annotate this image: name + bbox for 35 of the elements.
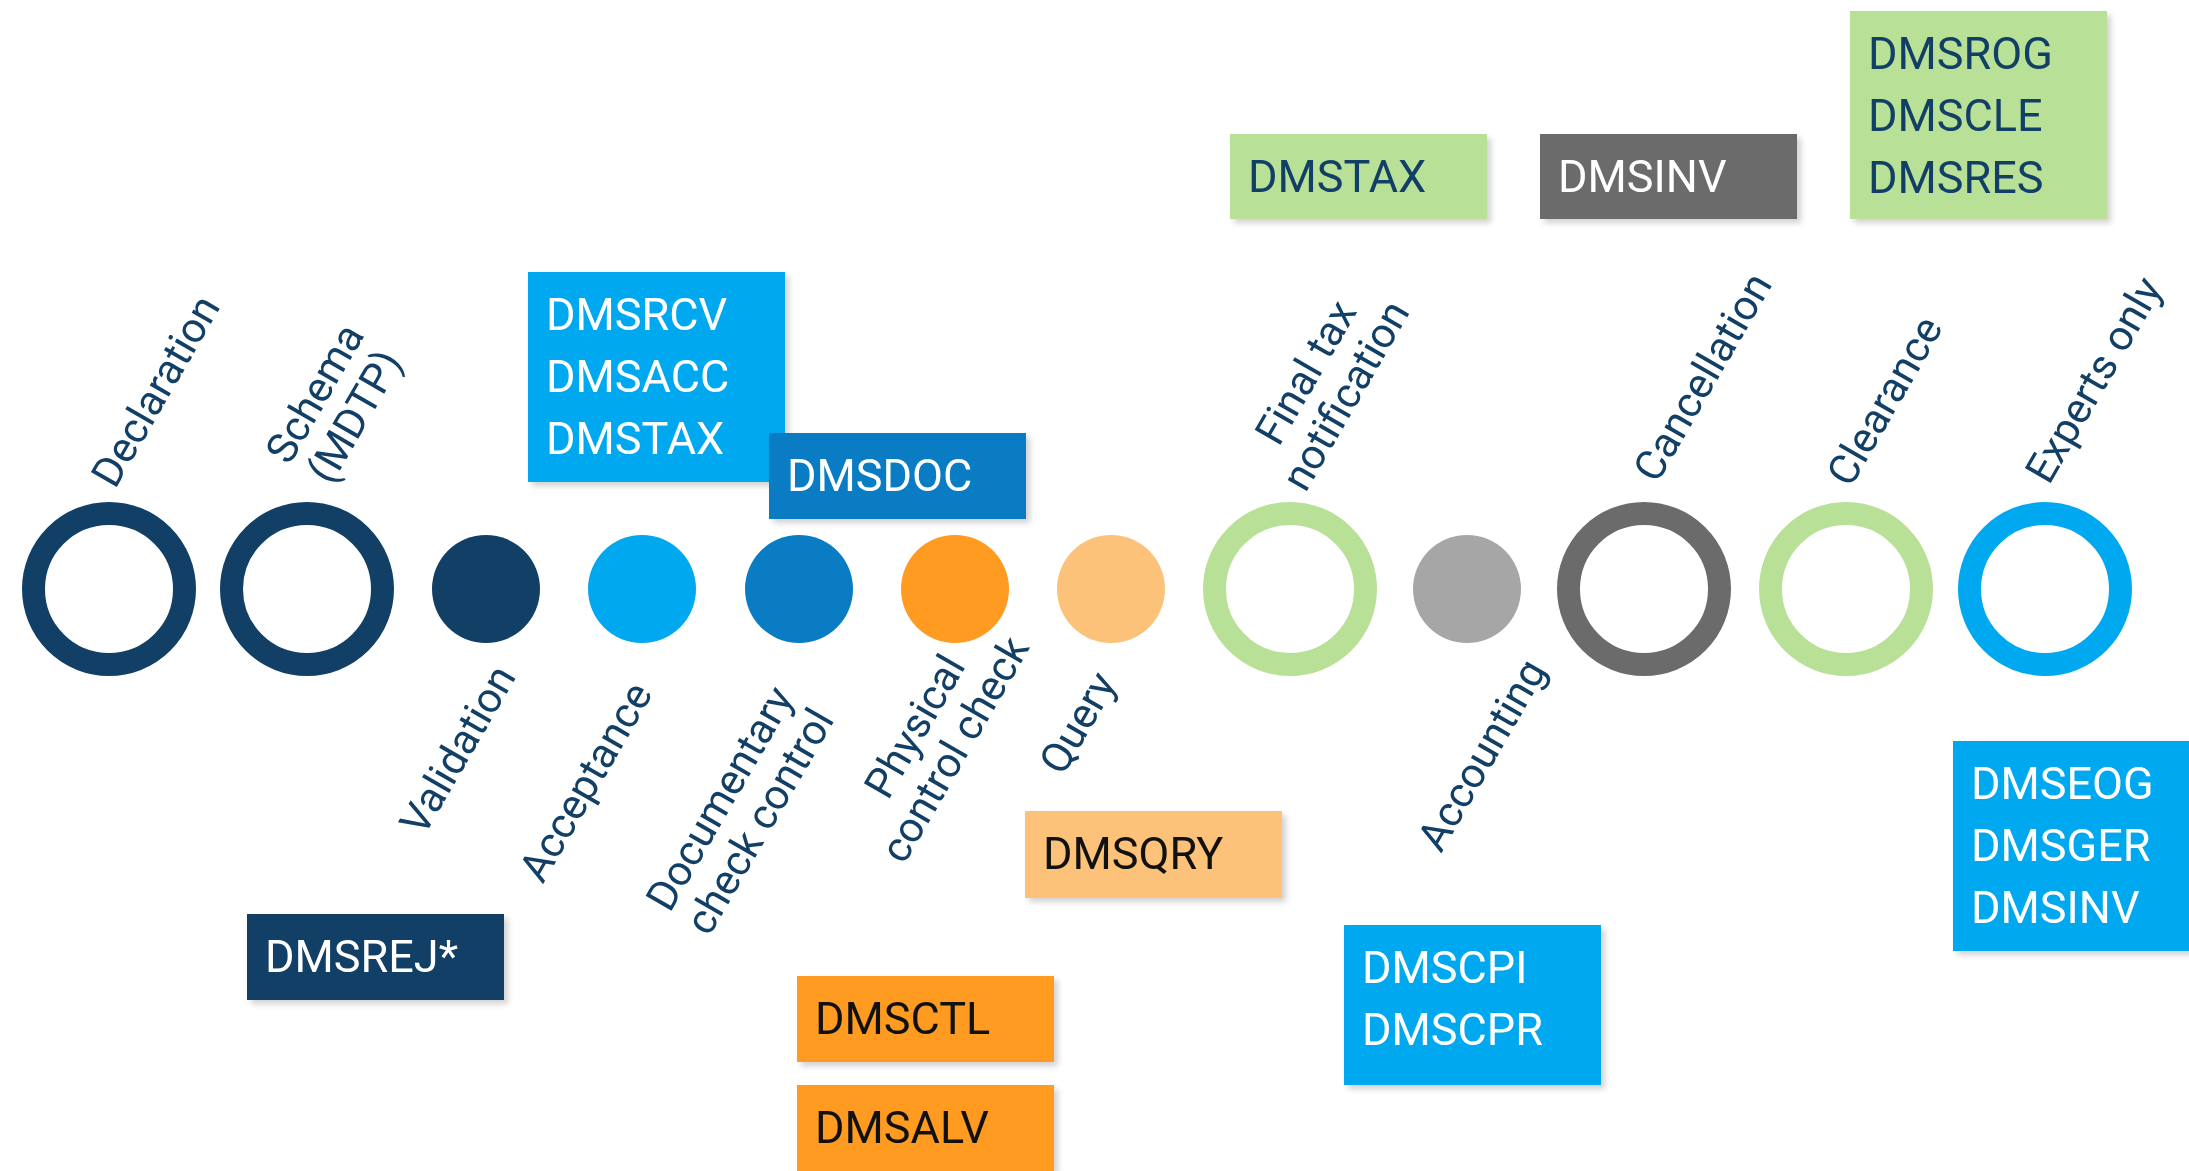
message-box xyxy=(797,1085,1054,1171)
message-box xyxy=(1025,811,1282,898)
message-box xyxy=(1850,11,2107,219)
ring-marker xyxy=(1203,502,1377,676)
message-code: DMSACC xyxy=(546,349,731,405)
ring-marker xyxy=(1759,502,1933,676)
ring-marker xyxy=(220,502,394,676)
message-box xyxy=(1344,925,1601,1085)
message-code: DMSALV xyxy=(815,1100,990,1156)
message-box xyxy=(1230,134,1487,219)
message-code: DMSQRY xyxy=(1043,826,1225,882)
message-box xyxy=(528,272,785,482)
ring-marker xyxy=(22,502,196,676)
message-code: DMSEOG xyxy=(1971,756,2155,812)
message-code: DMSCPI xyxy=(1362,940,1529,996)
message-box xyxy=(1540,134,1797,219)
message-code: DMSGER xyxy=(1971,818,2152,874)
message-code: DMSTAX xyxy=(546,411,726,467)
message-box xyxy=(247,914,504,1000)
message-box xyxy=(1953,741,2189,951)
message-code: DMSCTL xyxy=(815,991,992,1047)
message-code: DMSRCV xyxy=(546,287,729,343)
message-box xyxy=(797,976,1054,1062)
message-code: DMSRES xyxy=(1868,150,2045,206)
ring-marker xyxy=(1958,502,2132,676)
message-code: DMSCLE xyxy=(1868,88,2044,144)
message-code: DMSCPR xyxy=(1362,1002,1544,1058)
message-code: DMSROG xyxy=(1868,26,2054,82)
ring-marker xyxy=(1557,502,1731,676)
message-code: DMSINV xyxy=(1558,149,1728,205)
message-code: DMSINV xyxy=(1971,880,2141,936)
message-code: DMSDOC xyxy=(787,448,974,504)
message-box xyxy=(769,433,1026,519)
message-code: DMSTAX xyxy=(1248,149,1428,205)
message-code: DMSREJ* xyxy=(265,929,460,985)
